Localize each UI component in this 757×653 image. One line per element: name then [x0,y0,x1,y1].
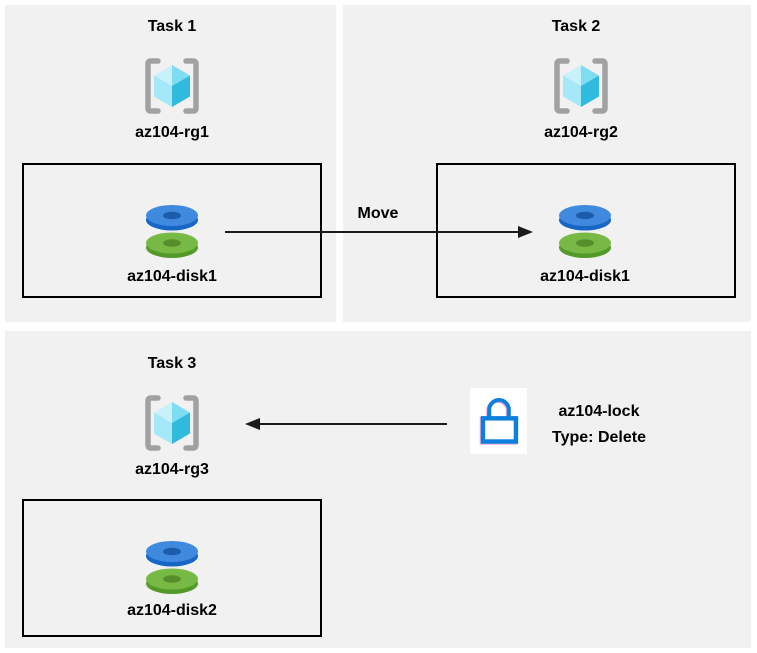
lock-icon [480,398,518,444]
lock-type-label: Type: Delete [552,429,646,446]
task3-disk-box [22,499,322,637]
disk-icon-svg [146,205,198,258]
task3-disk-label: az104-disk2 [127,602,217,619]
disk-icon [140,203,204,259]
task3-title: Task 3 [147,355,197,372]
task1-resource-group-label: az104-rg1 [135,124,209,141]
task2-resource-group-label: az104-rg2 [544,124,618,141]
task1-disk-label: az104-disk1 [127,268,217,285]
resource-group-icon [549,55,613,117]
disk-icon [553,203,617,259]
move-arrow [225,226,533,238]
lock-text-block: az104-lock Type: Delete [523,399,675,451]
disk-icon [140,539,204,595]
resource-group-icon-svg [554,58,608,114]
task1-disk-box [22,163,322,298]
disk-icon-svg [559,205,611,258]
resource-group-icon-svg [145,395,199,451]
lock-name-label: az104-lock [558,403,640,420]
task2-disk-box [436,163,736,298]
resource-group-icon [140,392,204,454]
task3-panel [5,331,751,648]
task2-disk-label: az104-disk1 [540,268,630,285]
lock-arrow [245,418,447,430]
lock-icon-plate [470,388,527,454]
task2-title: Task 2 [551,18,601,35]
task3-resource-group-label: az104-rg3 [135,461,209,478]
task1-title: Task 1 [147,18,197,35]
move-arrow-label: Move [357,205,399,222]
disk-icon-svg [146,541,198,594]
resource-group-icon-svg [145,58,199,114]
resource-group-icon [140,55,204,117]
